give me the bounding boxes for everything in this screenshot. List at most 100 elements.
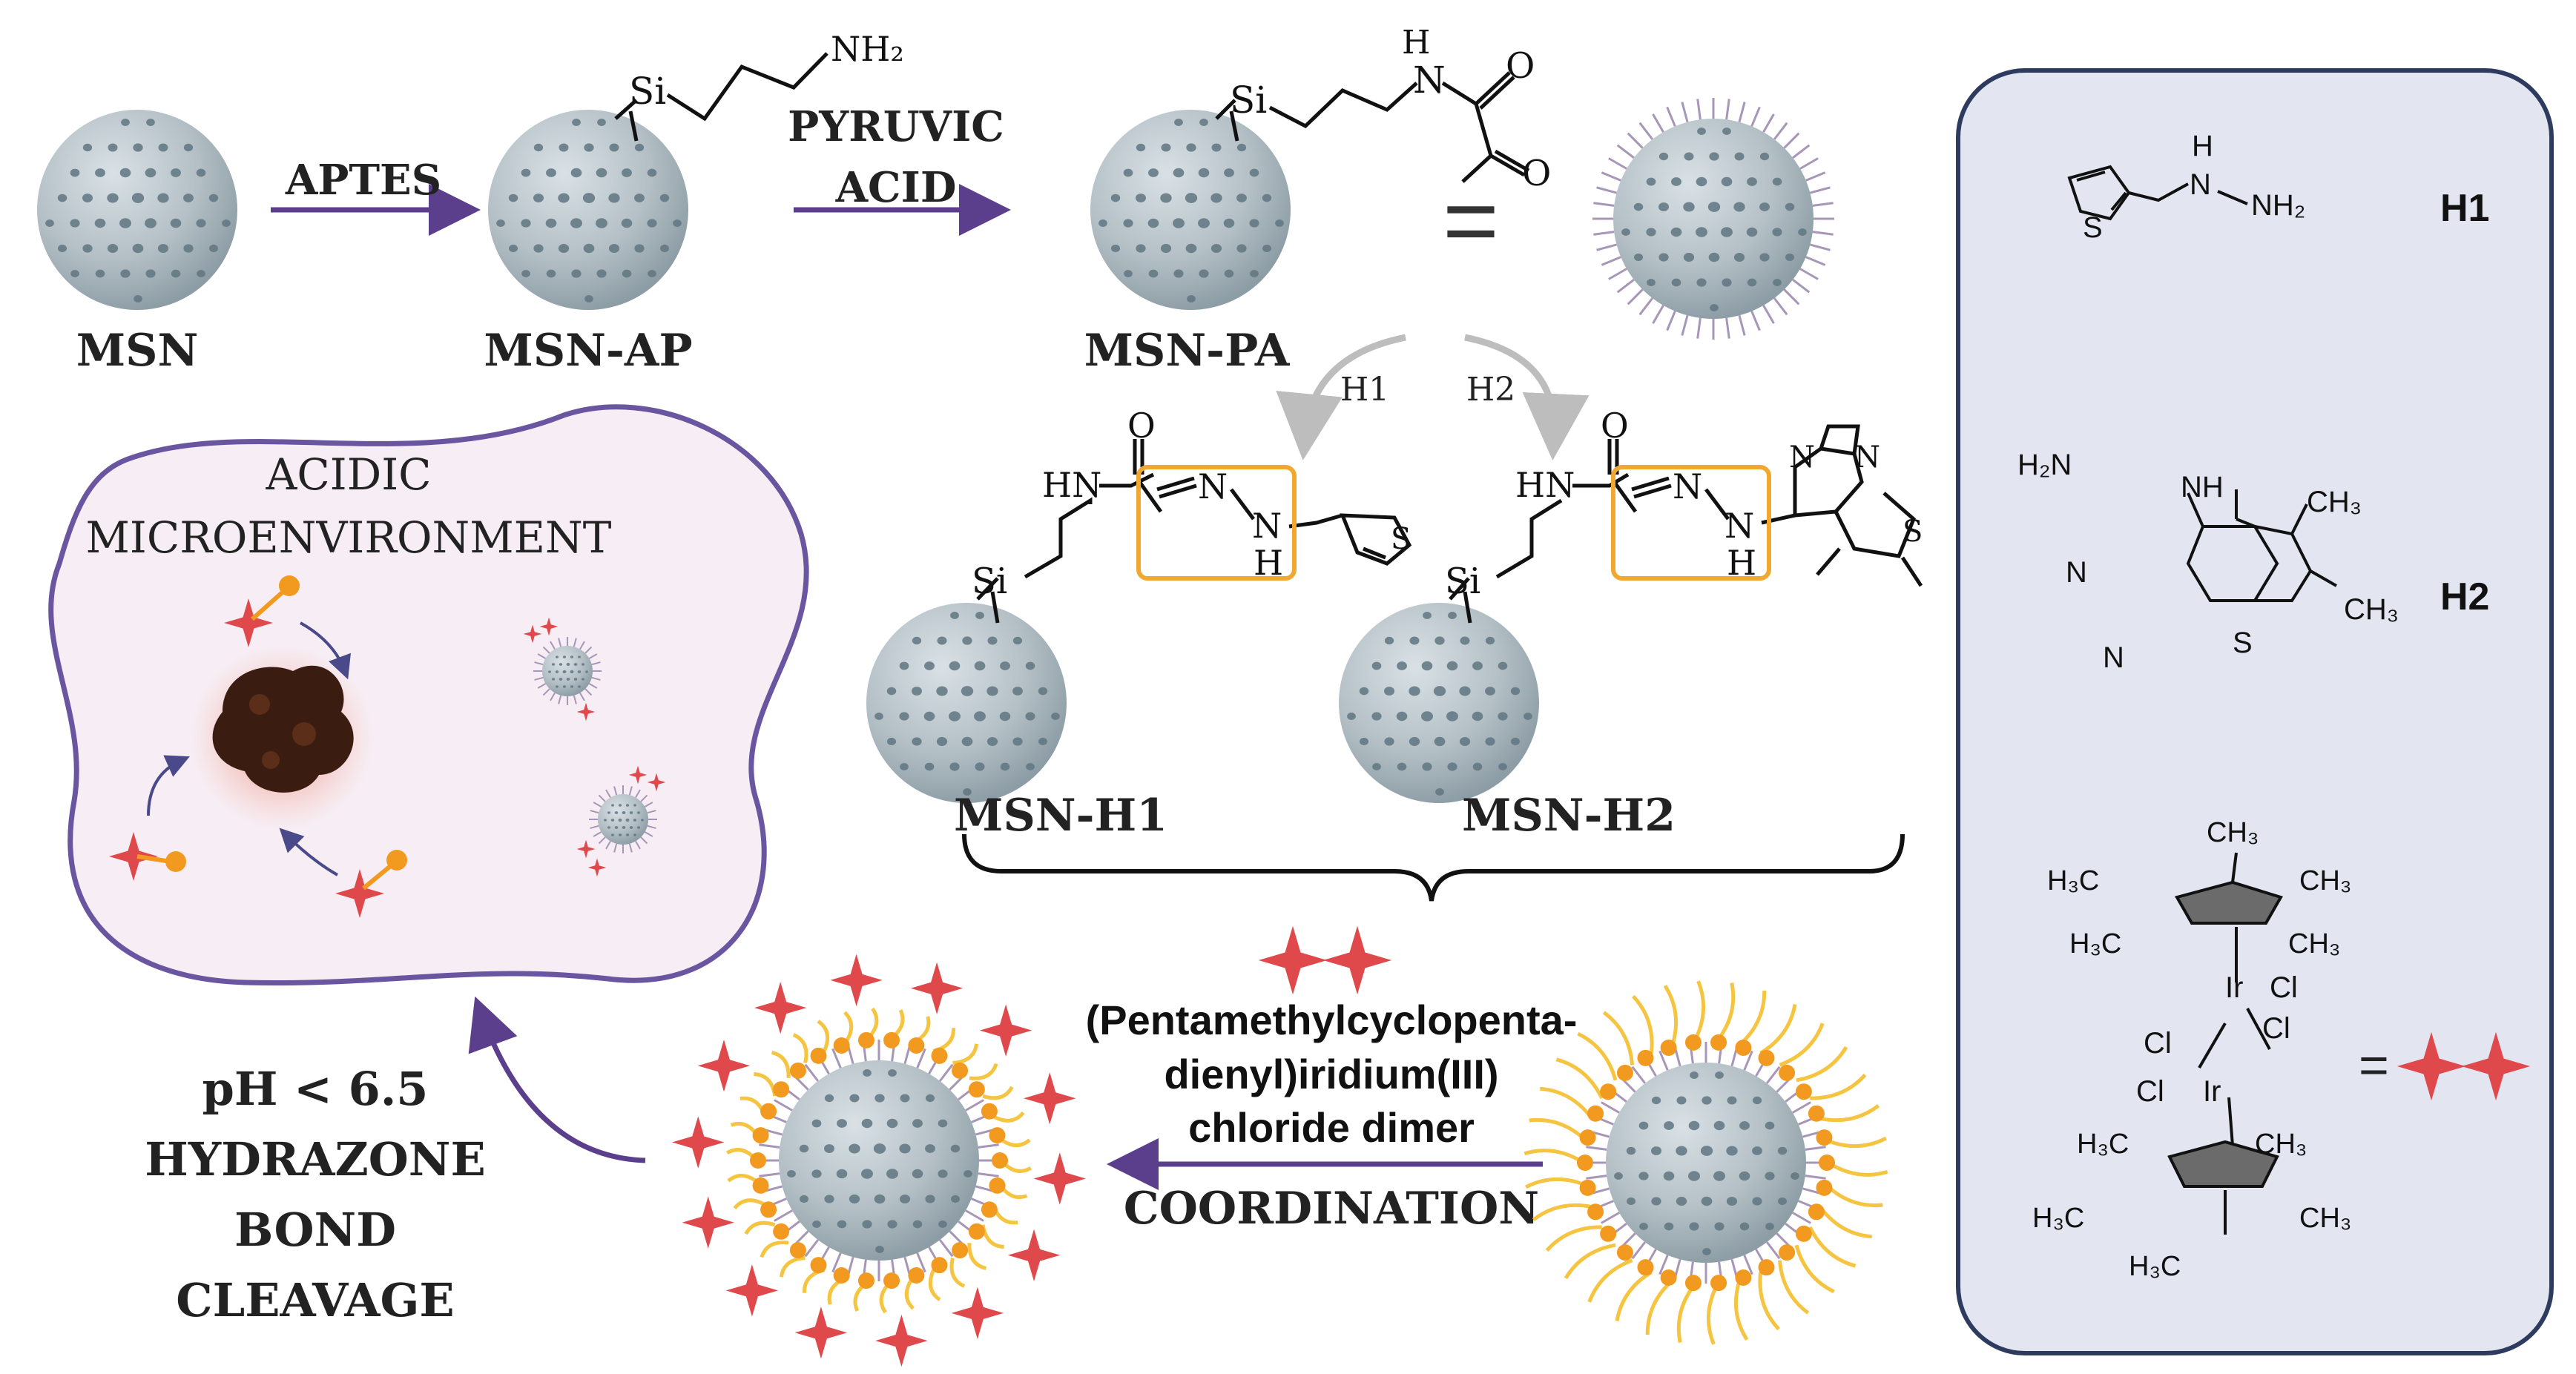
pore xyxy=(1000,762,1010,771)
pore xyxy=(1409,636,1420,645)
arrow-h2-branch xyxy=(1464,334,1590,460)
label-h2-arrow: H2 xyxy=(1466,371,1515,409)
surface-linker xyxy=(916,1048,926,1069)
pore xyxy=(582,678,584,681)
pore xyxy=(614,811,619,814)
pore xyxy=(1223,218,1235,228)
surface-linker xyxy=(591,661,601,666)
pore xyxy=(1752,1197,1762,1206)
pore xyxy=(1651,1146,1661,1155)
pore xyxy=(875,1246,884,1253)
h1-s: S xyxy=(2083,211,2103,244)
surface-linker xyxy=(1631,1241,1647,1260)
pore xyxy=(1173,218,1185,228)
pore xyxy=(1689,1222,1699,1231)
pore xyxy=(1199,269,1209,278)
pore xyxy=(611,833,614,836)
pore xyxy=(566,678,570,681)
pore xyxy=(1734,152,1745,161)
pore xyxy=(1262,194,1272,202)
pore xyxy=(1435,788,1444,796)
surface-linker xyxy=(647,825,656,829)
pore xyxy=(637,811,640,814)
hydrazone-bead xyxy=(833,1267,850,1284)
hydrazone-bead xyxy=(1587,1203,1604,1221)
surface-linker xyxy=(1666,311,1676,331)
surface-ligand-tail xyxy=(1825,1183,1883,1208)
pore xyxy=(1715,1071,1724,1079)
pore xyxy=(577,670,582,673)
pore xyxy=(1224,168,1234,177)
loaded-iridium-star xyxy=(794,1307,848,1359)
pore xyxy=(1409,686,1420,696)
pore xyxy=(1460,636,1470,645)
pore xyxy=(1434,636,1445,645)
h1-linker-structure xyxy=(976,439,1343,624)
aptes-linker-structure xyxy=(614,52,829,142)
hydrazone-bead xyxy=(857,1272,874,1289)
surface-linker xyxy=(774,1099,793,1112)
hydrazone-bead xyxy=(1779,1064,1796,1081)
pore xyxy=(899,661,909,670)
h2-h2n: H₂N xyxy=(2017,449,2072,481)
loaded-iridium-star xyxy=(1007,1229,1061,1282)
hydrazone-bead xyxy=(1758,1259,1775,1276)
pore xyxy=(923,711,935,721)
label-aptes: APTES xyxy=(285,156,441,205)
pore xyxy=(824,1195,834,1203)
equals-sign-pa: = xyxy=(1443,166,1499,274)
pore xyxy=(912,1169,923,1179)
label-msn-ap: MSN-AP xyxy=(484,325,692,377)
surface-ligand-tail xyxy=(992,1111,1025,1123)
ir-h3c-left-3: H₃C xyxy=(2077,1129,2129,1160)
pore xyxy=(1147,218,1159,228)
pore xyxy=(559,678,563,681)
arrow-h1-branch xyxy=(1276,334,1406,460)
pore xyxy=(861,1169,873,1179)
loaded-iridium-star xyxy=(1024,1072,1076,1125)
surface-ligand-tail xyxy=(1663,984,1679,1046)
pore xyxy=(196,168,206,177)
hydrazone-bead xyxy=(1579,1129,1596,1146)
pore xyxy=(621,218,633,228)
pore xyxy=(1187,295,1196,303)
pore xyxy=(963,1170,972,1178)
pore xyxy=(1676,1196,1687,1206)
msn-h2-nanoparticle xyxy=(1339,603,1539,803)
surface-linker xyxy=(1792,278,1811,294)
pore xyxy=(545,218,557,228)
surface-linker xyxy=(573,638,577,647)
pore xyxy=(625,818,630,822)
h1-structure xyxy=(2067,165,2248,221)
pore xyxy=(1136,143,1146,152)
surface-linker xyxy=(1810,243,1831,251)
surface-ligand-tail xyxy=(803,1268,826,1293)
h2-n-1: N xyxy=(2066,556,2087,589)
label-acid: ACID xyxy=(835,163,957,212)
surface-ligand-tail xyxy=(1523,1149,1585,1165)
pore xyxy=(570,218,582,228)
pore xyxy=(1012,636,1023,645)
pore xyxy=(1025,712,1035,721)
surface-linker xyxy=(534,676,544,681)
surface-linker xyxy=(1593,231,1615,236)
pore xyxy=(1700,1146,1713,1156)
surface-linker xyxy=(1812,231,1834,236)
pore xyxy=(1173,269,1184,278)
pore xyxy=(912,1119,923,1128)
surface-linker xyxy=(613,786,618,796)
pore xyxy=(987,636,998,645)
n-label-h2-2: N xyxy=(1725,506,1754,546)
pore xyxy=(94,218,106,228)
release-line3: BOND xyxy=(234,1203,396,1257)
surface-linker xyxy=(1799,268,1819,280)
pore xyxy=(1696,278,1707,287)
released-drug-2 xyxy=(109,832,186,881)
surface-linker xyxy=(978,1143,999,1149)
surface-ligand-tail xyxy=(779,1256,806,1278)
pore xyxy=(622,810,626,815)
pore xyxy=(170,218,182,228)
n-label-h1-1: N xyxy=(1198,466,1228,506)
hydrazone-bead xyxy=(968,1081,985,1098)
surface-linker xyxy=(1593,202,1615,207)
